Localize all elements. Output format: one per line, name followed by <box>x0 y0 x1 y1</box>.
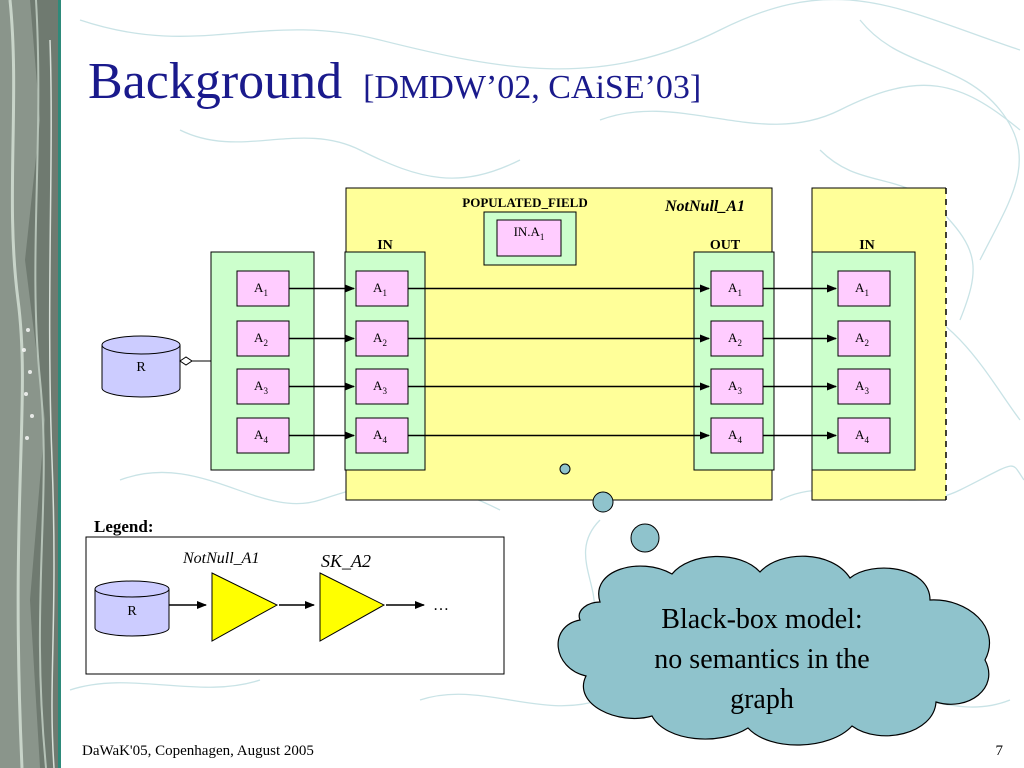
attr-in2-3-label: A3 <box>855 378 869 396</box>
black-box-callout-cloud: Black-box model: no semantics in the gra… <box>557 555 991 746</box>
attr-in-4-label: A4 <box>373 427 387 445</box>
recordset-r: R <box>101 335 181 398</box>
attr-out-3-label: A3 <box>728 378 742 396</box>
thought-bubble-medium <box>592 491 614 513</box>
attr-in2-1 <box>837 270 891 307</box>
populated-field-attr-text: IN.A1 <box>514 224 545 242</box>
attr-out-2 <box>710 320 764 357</box>
footer-left: DaWaK'05, Copenhagen, August 2005 <box>82 743 314 759</box>
legend-recordset: R <box>94 580 170 637</box>
next-in-schema-label: IN <box>859 238 875 253</box>
thought-bubble-large <box>630 523 660 553</box>
left-decorative-strip <box>0 0 61 768</box>
attr-in2-2 <box>837 320 891 357</box>
attr-rs-3 <box>236 368 290 405</box>
attr-out-1-label: A1 <box>728 280 742 298</box>
legend-activity1-label: NotNull_A1 <box>182 550 259 567</box>
out-schema-label: OUT <box>710 238 741 253</box>
activity-notnull-label: NotNull_A1 <box>664 198 745 215</box>
callout-line-3: graph <box>730 684 794 715</box>
legend-recordset-label: R <box>127 604 137 619</box>
callout-line-2: no semantics in the <box>654 644 869 675</box>
attr-in-3 <box>355 368 409 405</box>
thought-bubble-small <box>559 463 571 475</box>
attr-in-1-label: A1 <box>373 280 387 298</box>
legend-activity2-triangle <box>319 572 386 642</box>
attr-in-3-label: A3 <box>373 378 387 396</box>
attr-rs-2 <box>236 320 290 357</box>
attr-out-1 <box>710 270 764 307</box>
attr-rs-3-label: A3 <box>254 378 268 396</box>
legend-activity1-triangle <box>211 572 279 642</box>
attr-out-3 <box>710 368 764 405</box>
attr-out-2-label: A2 <box>728 330 742 348</box>
callout-line-1: Black-box model: <box>661 604 862 635</box>
attr-in-2-label: A2 <box>373 330 387 348</box>
attr-in2-4-label: A4 <box>855 427 869 445</box>
attr-rs-1-label: A1 <box>254 280 268 298</box>
recordset-link-diamond <box>179 356 193 366</box>
attr-rs-2-label: A2 <box>254 330 268 348</box>
attr-rs-4-label: A4 <box>254 427 268 445</box>
attr-in2-4 <box>837 417 891 454</box>
populated-field-attr <box>496 219 562 257</box>
attr-out-4-label: A4 <box>728 427 742 445</box>
attr-in2-2-label: A2 <box>855 330 869 348</box>
attr-in-1 <box>355 270 409 307</box>
attr-in2-3 <box>837 368 891 405</box>
attr-in-2 <box>355 320 409 357</box>
legend-activity2-label: SK_A2 <box>321 551 371 571</box>
page-number: 7 <box>996 743 1004 759</box>
legend-title: Legend: <box>94 517 154 536</box>
attr-in2-1-label: A1 <box>855 280 869 298</box>
slide-title: Background [DMDW’02, CAiSE’03] <box>88 53 701 110</box>
recordset-r-label: R <box>136 360 146 375</box>
populated-field-label: POPULATED_FIELD <box>462 195 587 210</box>
legend-ellipsis: … <box>433 597 449 614</box>
provider-edges <box>289 284 837 440</box>
attr-rs-1 <box>236 270 290 307</box>
in-schema-label: IN <box>377 238 393 253</box>
